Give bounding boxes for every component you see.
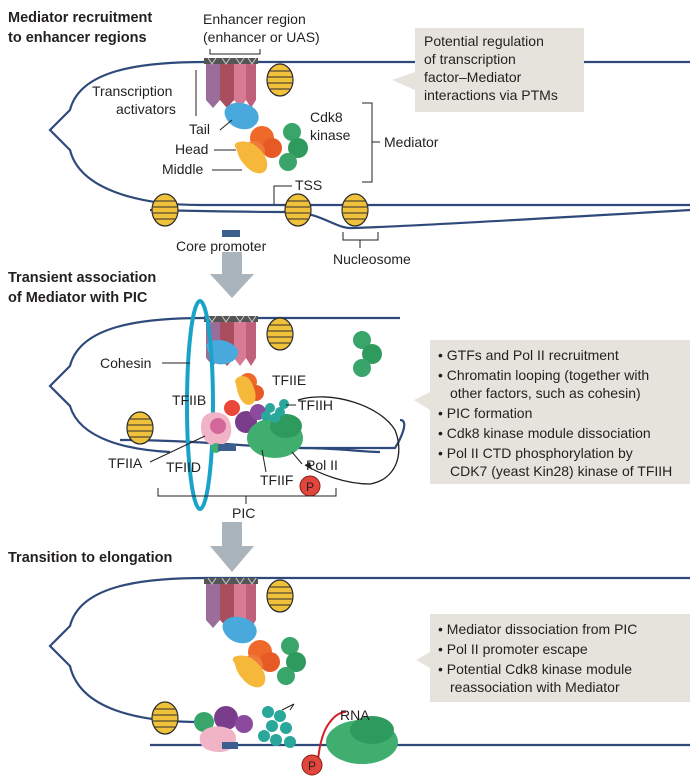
cohesin-label: Cohesin: [100, 355, 151, 371]
cdk8-label-1: Cdk8: [310, 109, 343, 125]
svg-text:factor–Mediator: factor–Mediator: [424, 69, 522, 85]
core-promoter-icon: [222, 230, 240, 237]
mediator-bracket: [362, 102, 380, 183]
panel3-info-box: • Mediator dissociation from PIC • Pol I…: [416, 614, 690, 702]
cohesin-ring-icon: [185, 299, 215, 511]
bullet-gtfs: • GTFs and Pol II recruitment: [438, 347, 619, 363]
down-arrow-icon: [210, 252, 254, 298]
tfiih-label: TFIIH: [298, 397, 333, 413]
nucleosome-icon: [151, 701, 179, 735]
pic-label: PIC: [232, 505, 255, 521]
bullet-looping-2: other factors, such as cohesin): [450, 385, 641, 401]
mediator-complex-icon: [224, 102, 308, 174]
bullet-reassociation-1: • Potential Cdk8 kinase module: [438, 661, 632, 677]
nucleosome-icon: [266, 63, 294, 97]
tss-label: TSS: [295, 177, 322, 193]
bullet-reassociation-2: reassociation with Mediator: [450, 679, 620, 695]
rna-strand-icon: [317, 711, 347, 761]
activators-label-2: activators: [116, 101, 176, 117]
tss-arrow: [273, 185, 292, 204]
bullet-cdk8: • Cdk8 kinase module dissociation: [438, 425, 651, 441]
head-label: Head: [175, 141, 208, 157]
nucleosome-icon: [341, 193, 369, 227]
panel1-title-line2: to enhancer regions: [8, 30, 147, 46]
elongating-pol2-icon: [326, 716, 398, 764]
nucleosome-icon: [266, 579, 294, 613]
bullet-looping-1: • Chromatin looping (together with: [438, 367, 649, 383]
bullet-pic: • PIC formation: [438, 405, 532, 421]
bullet-ctd-1: • Pol II CTD phosphorylation by: [438, 445, 633, 461]
tfiib-label: TFIIB: [172, 392, 206, 408]
panel3-dna-loop: [48, 576, 690, 747]
tfiia-label: TFIIA: [108, 455, 143, 471]
nucleosome-icon: [284, 193, 312, 227]
bullet-escape: • Pol II promoter escape: [438, 641, 588, 657]
bullet-dissociation: • Mediator dissociation from PIC: [438, 621, 637, 637]
panel2-title-line2: of Mediator with PIC: [8, 290, 148, 306]
middle-label: Middle: [162, 161, 203, 177]
tfiie-label: TFIIE: [272, 372, 306, 388]
ctd-phosphorylation-arrow: [297, 396, 400, 485]
panel2-title-line1: Transient association: [8, 270, 156, 286]
svg-text:of transcription: of transcription: [424, 51, 516, 67]
enhancer-label-2: (enhancer or UAS): [203, 29, 320, 45]
nucleosome-icon: [151, 193, 179, 227]
svg-text:interactions via PTMs: interactions via PTMs: [424, 87, 558, 103]
rna-label: RNA: [340, 707, 370, 723]
activators-label-1: Transcription: [92, 83, 172, 99]
tfiid-label: TFIID: [166, 459, 201, 475]
mediator-label: Mediator: [384, 134, 439, 150]
enhancer-label-1: Enhancer region: [203, 11, 306, 27]
core-promoter-label: Core promoter: [176, 238, 267, 254]
pic-without-pol2-icon: [194, 703, 296, 752]
bullet-ctd-2: CDK7 (yeast Kin28) kinase of TFIIH: [450, 463, 672, 479]
nucleosome-bracket: [342, 232, 379, 248]
nucleosome-icon: [266, 317, 294, 351]
cdk8-module-icon: [353, 331, 382, 377]
tfiif-label: TFIIF: [260, 472, 293, 488]
transcription-activators-icon: [203, 57, 259, 109]
enhancer-bracket: [209, 49, 261, 55]
mediator-complex-icon: [222, 616, 306, 688]
mediator-tail-icon: [206, 339, 239, 365]
phospho-label: P: [306, 480, 314, 494]
tail-label: Tail: [189, 121, 210, 137]
down-arrow-icon: [210, 522, 254, 572]
panel3-title: Transition to elongation: [8, 550, 172, 566]
mediator-pic-cluster-icon: [200, 373, 303, 458]
nucleosome-icon: [126, 411, 154, 445]
panel1-title-line1: Mediator recruitment: [8, 10, 152, 26]
pic-bracket: [157, 488, 337, 504]
ptm-callout: Potential regulation of transcription fa…: [392, 28, 584, 112]
panel2-dna-loop: [48, 316, 406, 454]
pol2-label: Pol II: [306, 457, 338, 473]
nucleosome-label: Nucleosome: [333, 251, 411, 267]
svg-text:Potential regulation: Potential regulation: [424, 33, 544, 49]
phospho-label: P: [308, 759, 316, 773]
cdk8-label-2: kinase: [310, 127, 351, 143]
panel2-info-box: • GTFs and Pol II recruitment • Chromati…: [414, 340, 690, 484]
